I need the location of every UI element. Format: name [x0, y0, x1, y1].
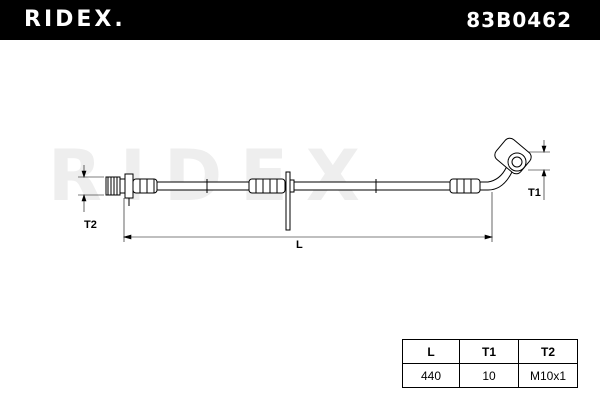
header-bar: RIDEX. 83B0462	[0, 0, 600, 40]
spec-value-row: 440 10 M10x1	[402, 363, 578, 388]
right-crimp	[449, 178, 481, 194]
brake-hose-drawing: RIDEX	[48, 135, 550, 251]
brand-logo: RIDEX.	[24, 7, 126, 32]
spec-header-t2: T2	[518, 339, 578, 364]
watermark-text: RIDEX	[48, 135, 378, 217]
spec-value-l: 440	[402, 363, 460, 388]
brake-hose	[105, 137, 532, 231]
spec-header-row: L T1 T2	[402, 339, 578, 364]
left-crimp	[132, 178, 158, 194]
spec-header-l: L	[402, 339, 460, 364]
dim-label-t2: T2	[84, 219, 97, 231]
spec-value-t1: 10	[459, 363, 519, 388]
hose-section-1	[156, 181, 250, 191]
dim-label-l: L	[296, 239, 303, 251]
spec-header-t1: T1	[459, 339, 519, 364]
middle-crimp	[248, 178, 286, 194]
hose-section-2	[293, 181, 451, 191]
dimensions	[78, 140, 550, 242]
part-number: 83B0462	[466, 8, 572, 32]
spec-table: L T1 T2 440 10 M10x1	[402, 339, 578, 388]
spec-value-t2: M10x1	[518, 363, 578, 388]
dim-label-t1: T1	[528, 187, 541, 199]
mounting-bracket	[285, 171, 291, 231]
